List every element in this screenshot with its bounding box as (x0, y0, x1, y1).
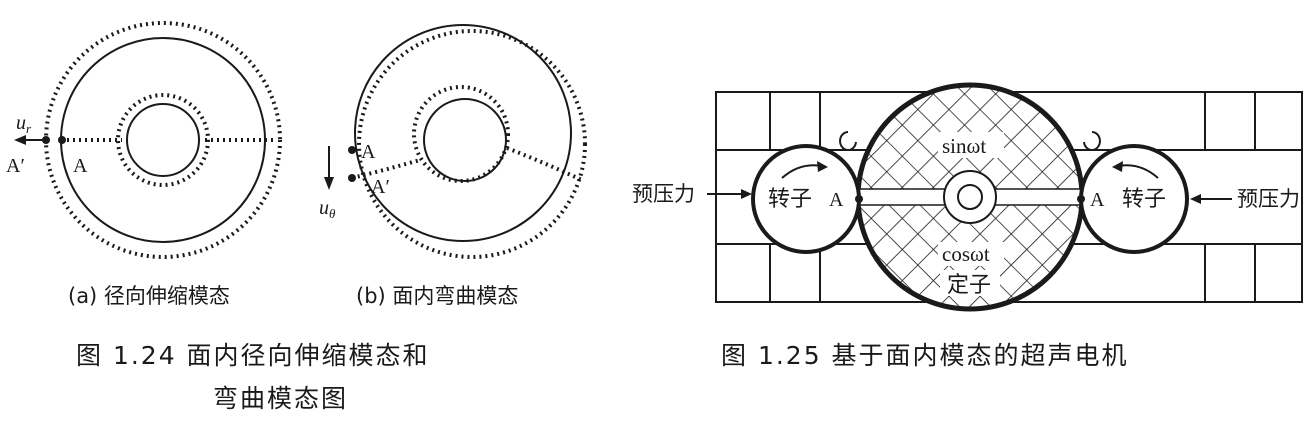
stator-label-bg (940, 270, 1000, 296)
point-A-prime (348, 174, 356, 182)
deformed-inner-ring (412, 85, 510, 183)
fig125-caption: 图 1.25 基于面内模态的超声电机 (721, 341, 1129, 370)
fig124a-radial-mode-diagram: ur A′ A (6, 21, 282, 259)
inner-ring (423, 98, 507, 182)
right-preload-label: 预压力 (1237, 187, 1300, 211)
left-mode-line (351, 158, 421, 180)
ut-label: uθ (319, 197, 336, 221)
A-label: A (361, 141, 376, 163)
ut-arrow-head (324, 177, 334, 190)
outer-ring (354, 24, 572, 242)
A-prime-label: A′ (371, 176, 390, 198)
ur-label: ur (16, 112, 32, 136)
fig124a-caption: (a) 径向伸缩模态 (68, 284, 230, 308)
fig124b-bending-mode-diagram: A A′ uθ (319, 24, 587, 259)
deformed-inner-ring (116, 93, 210, 187)
hub-inner (957, 184, 983, 210)
point-A-prime (42, 136, 50, 144)
ur-arrow-head (14, 135, 26, 145)
inner-ring (126, 103, 200, 177)
left-preload-label: 预压力 (632, 182, 695, 206)
left-rotation-symbol (839, 131, 857, 151)
right-mode-line (506, 146, 583, 182)
A-label: A (73, 155, 88, 177)
left-contact-point (855, 195, 863, 203)
fig124b-caption: (b) 面内弯曲模态 (356, 284, 518, 308)
right-contact-point (1077, 195, 1085, 203)
fig124-caption-line2: 弯曲模态图 (213, 384, 348, 413)
fig125-motor-diagram: sinωt cosωt 定子 转子 A 转子 A 预压力 预压力 (632, 82, 1303, 312)
right-rotor-arrow-head (1112, 161, 1123, 172)
deformed-outer-ring (357, 29, 587, 259)
cos-label: cosωt (942, 242, 990, 266)
sin-label: sinωt (942, 134, 986, 158)
left-A-label: A (829, 189, 844, 211)
right-A-label: A (1090, 189, 1105, 211)
A-prime-label: A′ (6, 155, 25, 177)
cos-label-bg (938, 242, 1004, 266)
left-preload-arrow-head (741, 189, 752, 199)
right-preload-arrow-head (1190, 194, 1201, 204)
point-A (58, 136, 66, 144)
deformed-outer-ring (44, 21, 282, 259)
right-rotation-symbol (1083, 131, 1101, 151)
stator-label: 定子 (947, 273, 991, 298)
left-rotor-arrow-head (817, 161, 828, 172)
right-rotor-label: 转子 (1122, 187, 1166, 212)
point-A (348, 146, 356, 154)
left-rotor-label: 转子 (768, 187, 812, 212)
fig124-caption-line1: 图 1.24 面内径向伸缩模态和 (76, 341, 430, 370)
sin-label-bg (938, 132, 1004, 158)
